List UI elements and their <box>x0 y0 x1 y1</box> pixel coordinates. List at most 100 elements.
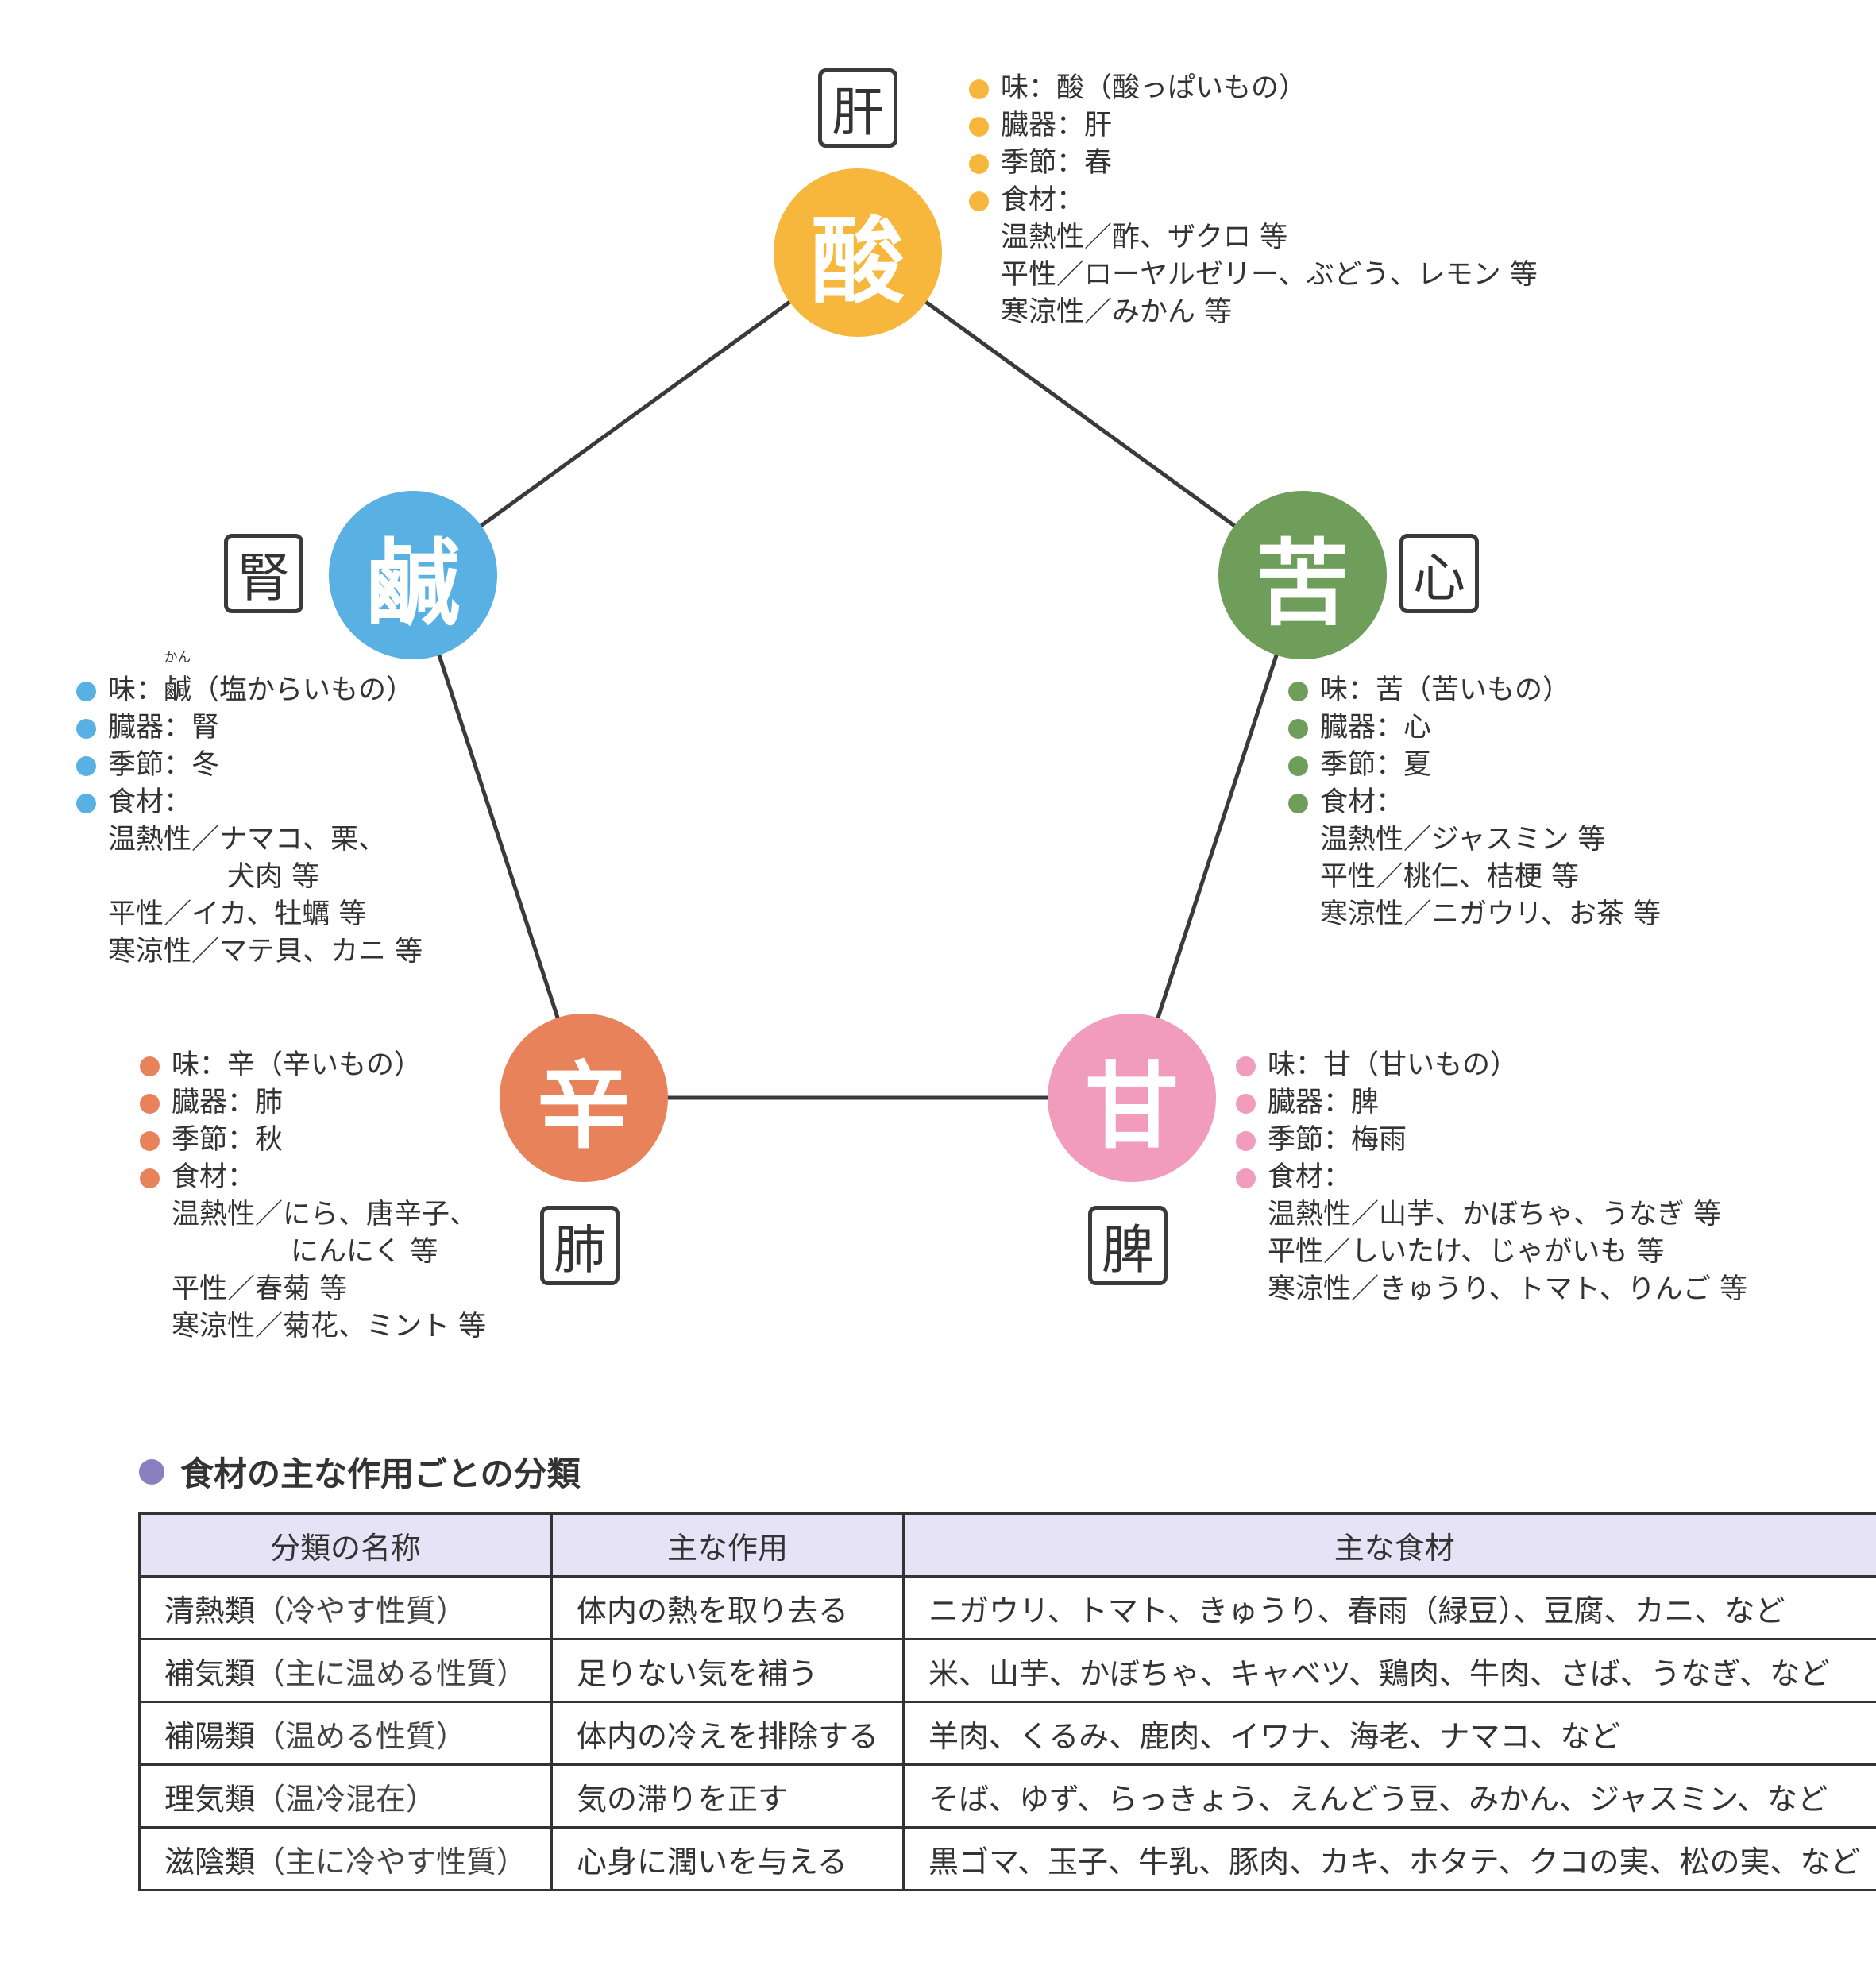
info-line: 味：辛（辛いもの） <box>140 1047 486 1084</box>
edge-sour-bitter <box>856 250 1304 577</box>
bullet-dot <box>1288 719 1308 739</box>
table-row: 清熱類（冷やす性質） 体内の熱を取り去る ニガウリ、トマト、きゅうり、春雨（緑豆… <box>137 1575 1876 1640</box>
bullet-dot <box>140 1168 160 1188</box>
bullet-dot <box>969 117 989 137</box>
cell-action: 気の滞りを正す <box>550 1763 905 1829</box>
info-salty: 味：かん鹹（塩からいもの） 臓器：腎 季節：冬 食材： 温熱性／ナマコ、栗、 犬… <box>76 650 423 971</box>
info-line: 食材： <box>140 1159 486 1196</box>
food-line: にんにく 等 <box>291 1236 438 1268</box>
info-line: 味：苦（苦いもの） <box>1288 672 1661 709</box>
bullet-dot <box>1288 794 1308 813</box>
bullet-dot <box>140 1056 160 1076</box>
food-line: 寒涼性／みかん 等 <box>1001 296 1233 328</box>
organ-tag-spleen: 脾 <box>1088 1206 1168 1285</box>
bullet-dot <box>1288 756 1308 776</box>
edge-pungent-salty <box>411 574 586 1099</box>
organ-tag-heart: 心 <box>1399 534 1479 613</box>
taste-circle-pungent: 辛 <box>500 1014 668 1182</box>
food-line: 温熱性／酢、ザクロ 等 <box>1001 222 1288 253</box>
section-title: 食材の主な作用ごとの分類 <box>139 1447 581 1496</box>
food-line: 平性／桃仁、桔梗 等 <box>1320 861 1580 893</box>
taste-circle-bitter: 苦 <box>1218 491 1387 659</box>
info-pungent: 味：辛（辛いもの） 臓器：肺 季節：秋 食材： 温熱性／にら、唐辛子、 にんにく… <box>140 1047 486 1346</box>
bullet-dot <box>969 154 989 174</box>
taste-circle-salty: 鹹 <box>329 491 497 659</box>
info-line: 臓器：腎 <box>76 709 423 747</box>
cell-action: 足りない気を補う <box>550 1638 905 1703</box>
header-category-name: 分類の名称 <box>137 1512 554 1578</box>
table-row: 滋陰類（主に冷やす性質） 心身に潤いを与える 黒ゴマ、玉子、牛乳、豚肉、カキ、ホ… <box>137 1826 1876 1891</box>
bullet-dot <box>140 1094 160 1114</box>
ruby-word: かん鹹 <box>164 650 192 707</box>
cell-foods: 米、山芋、かぼちゃ、キャベツ、鶏肉、牛肉、さば、うなぎ、など <box>902 1638 1876 1703</box>
info-line: 味：酸（酸っぱいもの） <box>969 70 1538 107</box>
food-line: 平性／ローヤルゼリー、ぶどう、レモン 等 <box>1001 259 1538 291</box>
table-row: 補気類（主に温める性質） 足りない気を補う 米、山芋、かぼちゃ、キャベツ、鶏肉、… <box>137 1638 1876 1703</box>
food-line: 温熱性／にら、唐辛子、 <box>172 1199 478 1230</box>
info-line: 食材： <box>76 784 423 821</box>
organ-tag-liver: 肝 <box>818 68 897 148</box>
header-main-action: 主な作用 <box>550 1512 905 1578</box>
table-row: 理気類（温冷混在） 気の滞りを正す そば、ゆず、らっきょう、えんどう豆、みかん、… <box>137 1763 1876 1829</box>
cell-action: 体内の熱を取り去る <box>550 1575 905 1640</box>
cell-foods: そば、ゆず、らっきょう、えんどう豆、みかん、ジャスミン、など <box>902 1763 1876 1829</box>
cell-category: 清熱類（冷やす性質） <box>137 1575 554 1640</box>
bullet-dot <box>76 682 96 701</box>
info-line: 食材： <box>969 182 1538 219</box>
bullet-dot <box>76 719 96 739</box>
bullet-dot <box>969 191 989 211</box>
info-line: 臓器：肝 <box>969 107 1538 145</box>
cell-foods: ニガウリ、トマト、きゅうり、春雨（緑豆）、豆腐、カニ、など <box>902 1575 1876 1640</box>
bullet-dot <box>76 794 96 813</box>
cell-category: 補陽類（温める性質） <box>137 1701 554 1766</box>
food-line: 寒涼性／きゅうり、トマト、りんご 等 <box>1268 1273 1748 1305</box>
info-bitter: 味：苦（苦いもの） 臓器：心 季節：夏 食材： 温熱性／ジャスミン 等 平性／桃… <box>1288 672 1661 933</box>
food-line: 温熱性／山芋、かぼちゃ、うなぎ 等 <box>1268 1199 1722 1230</box>
food-line: 寒涼性／ニガウリ、お茶 等 <box>1320 898 1662 930</box>
info-line: 季節：冬 <box>76 747 423 784</box>
food-line: 平性／春菊 等 <box>172 1273 348 1305</box>
bullet-dot <box>1236 1131 1256 1151</box>
taste-circle-sweet: 甘 <box>1048 1014 1216 1182</box>
food-line: 犬肉 等 <box>227 861 320 893</box>
classification-table: 分類の名称 主な作用 主な食材 清熱類（冷やす性質） 体内の熱を取り去る ニガウ… <box>137 1512 1876 1891</box>
cell-category: 補気類（主に温める性質） <box>137 1638 554 1703</box>
edge-salty-sour <box>411 250 859 577</box>
section-bullet <box>139 1458 164 1485</box>
info-line: 季節：梅雨 <box>1236 1122 1747 1159</box>
taste-circle-sour: 酸 <box>774 168 942 337</box>
table-header-row: 分類の名称 主な作用 主な食材 <box>137 1512 1876 1578</box>
info-line: 食材： <box>1288 784 1661 821</box>
food-line: 温熱性／ナマコ、栗、 <box>108 824 387 856</box>
bullet-dot <box>140 1131 160 1151</box>
info-line: 臓器：肺 <box>140 1084 486 1122</box>
bullet-dot <box>1236 1056 1256 1076</box>
cell-action: 心身に潤いを与える <box>550 1826 905 1891</box>
cell-action: 体内の冷えを排除する <box>550 1701 905 1766</box>
bullet-dot <box>969 79 989 99</box>
info-line: 臓器：心 <box>1288 709 1661 747</box>
bullet-dot <box>76 756 96 776</box>
food-line: 温熱性／ジャスミン 等 <box>1320 824 1606 856</box>
info-sweet: 味：甘（甘いもの） 臓器：脾 季節：梅雨 食材： 温熱性／山芋、かぼちゃ、うなぎ… <box>1236 1047 1747 1308</box>
cell-foods: 羊肉、くるみ、鹿肉、イワナ、海老、ナマコ、など <box>902 1701 1876 1766</box>
cell-category: 滋陰類（主に冷やす性質） <box>137 1826 554 1891</box>
organ-tag-kidney: 腎 <box>224 534 303 613</box>
info-line: 味：かん鹹（塩からいもの） <box>76 650 423 709</box>
food-line: 平性／イカ、牡蠣 等 <box>108 898 367 930</box>
cell-foods: 黒ゴマ、玉子、牛乳、豚肉、カキ、ホタテ、クコの実、松の実、など <box>902 1826 1876 1891</box>
cell-category: 理気類（温冷混在） <box>137 1763 554 1829</box>
ruby-reading: かん <box>164 650 191 666</box>
edge-bitter-sweet <box>1129 574 1305 1099</box>
info-line: 季節：春 <box>969 145 1538 182</box>
info-line: 季節：秋 <box>140 1122 486 1159</box>
organ-tag-lung: 肺 <box>540 1206 620 1285</box>
info-line: 食材： <box>1236 1159 1747 1196</box>
section-title-text: 食材の主な作用ごとの分類 <box>180 1454 581 1493</box>
header-main-foods: 主な食材 <box>902 1512 1876 1578</box>
info-line: 味：甘（甘いもの） <box>1236 1047 1747 1084</box>
five-elements-diagram <box>411 250 1305 1100</box>
bullet-dot <box>1236 1094 1256 1114</box>
food-line: 寒涼性／マテ貝、カニ 等 <box>108 936 423 968</box>
bullet-dot <box>1288 682 1308 701</box>
